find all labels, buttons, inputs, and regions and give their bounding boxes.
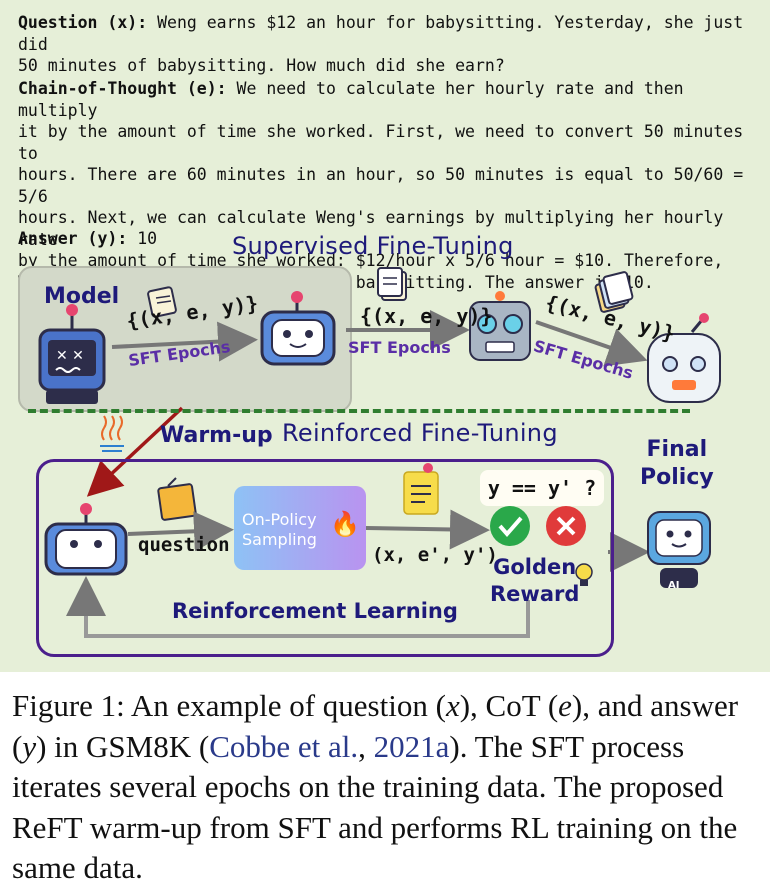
caption-text: ) in GSM8K (	[36, 728, 210, 764]
diagram-graphics: ✕ ✕	[38, 267, 721, 638]
figure-caption: Figure 1: An example of question (x), Co…	[12, 686, 764, 889]
sticky-note-icon	[157, 477, 197, 521]
documents-stack-icon	[594, 271, 634, 313]
cot-text: Chain-of-Thought (e): We need to calcula…	[18, 78, 758, 293]
final-policy-label: Final Policy	[640, 436, 714, 492]
robot-icon	[260, 291, 336, 366]
caption-var: y	[22, 728, 37, 764]
lightbulb-icon	[575, 563, 593, 586]
svg-text:✕ ✕: ✕ ✕	[56, 348, 84, 364]
sampling-label: On-Policy Sampling	[242, 510, 317, 549]
cot-label: Chain-of-Thought (e):	[18, 79, 227, 98]
answer-label: Answer (y):	[18, 229, 128, 248]
question-label: Question (x):	[18, 13, 148, 32]
rl-arrow	[365, 509, 490, 550]
check-icon	[490, 506, 530, 546]
question-arrow-label: question	[138, 534, 230, 556]
question-line-1: Weng earns $12 an hour for babysitting. …	[18, 13, 744, 54]
sft-epochs-2: SFT Epochs	[348, 338, 451, 357]
steam-icon	[100, 415, 124, 452]
caption-text: ), and answer (	[12, 688, 739, 764]
sft-tuple-2: {(x, e, y)}	[360, 304, 493, 328]
cot-line: by the amount of time she worked: $12/ho…	[18, 251, 724, 270]
rft-title: Reinforced Fine-Tuning	[282, 419, 558, 447]
sft-arrow	[111, 321, 258, 362]
cot-line: We need to calculate her hourly rate and…	[18, 79, 684, 120]
model-label: Model	[44, 284, 120, 309]
ai-badge: AI	[668, 580, 680, 591]
final-policy-robot-icon	[647, 511, 711, 588]
sample-tuple-label: (x, e', y')	[372, 544, 498, 566]
rl-arrow	[127, 511, 234, 552]
cot-line: it by the amount of time she worked. Fir…	[18, 122, 744, 163]
feedback-arrow	[66, 576, 530, 638]
citation-link[interactable]: 2021a	[373, 728, 450, 764]
document-icon	[147, 286, 177, 318]
policy-robot-icon	[44, 503, 128, 576]
answer-text: Answer (y): 10	[18, 229, 157, 248]
warmup-arrow	[86, 406, 184, 497]
caption-var: x	[445, 688, 460, 723]
final-line-2: Policy	[640, 465, 714, 490]
answer-check-box: y == y' ?	[480, 470, 604, 506]
sad-robot-icon: ✕ ✕	[38, 304, 106, 404]
warmup-label: Warm-up	[160, 423, 273, 448]
fire-icon: 🔥	[330, 510, 360, 538]
caption-text: ), CoT (	[459, 688, 559, 723]
sft-arrow	[535, 320, 648, 367]
cot-line: hours. There are 60 minutes in an hour, …	[18, 165, 744, 206]
caption-text: ,	[358, 728, 374, 764]
question-text: Question (x): Weng earns $12 an hour for…	[18, 12, 758, 77]
cot-line: hours. Next, we can calculate Weng's ear…	[18, 208, 724, 249]
final-line-1: Final	[646, 437, 708, 462]
rl-box	[36, 459, 614, 657]
documents-icon	[377, 267, 407, 301]
rl-label: Reinforcement Learning	[172, 599, 458, 623]
golden-line-1: Golden	[493, 555, 577, 579]
sft-title: Supervised Fine-Tuning	[232, 232, 514, 260]
robot-icon	[469, 291, 531, 361]
golden-reward-label: Golden Reward	[490, 554, 579, 608]
notepad-icon	[403, 463, 439, 515]
robot-icon	[647, 313, 721, 403]
caption-text: Figure 1: An example of question (	[12, 688, 446, 723]
caption-var: e	[558, 688, 572, 723]
question-line-2: 50 minutes of babysitting. How much did …	[18, 56, 505, 75]
section-divider	[28, 409, 690, 413]
on-policy-sampling-box: On-Policy Sampling	[234, 486, 366, 570]
cross-icon	[546, 506, 586, 546]
golden-line-2: Reward	[490, 582, 580, 606]
caption-text: ). The SFT process iterates several epoc…	[12, 728, 738, 886]
citation-link[interactable]: Cobbe et al.	[209, 728, 359, 764]
answer-value: 10	[127, 229, 158, 248]
